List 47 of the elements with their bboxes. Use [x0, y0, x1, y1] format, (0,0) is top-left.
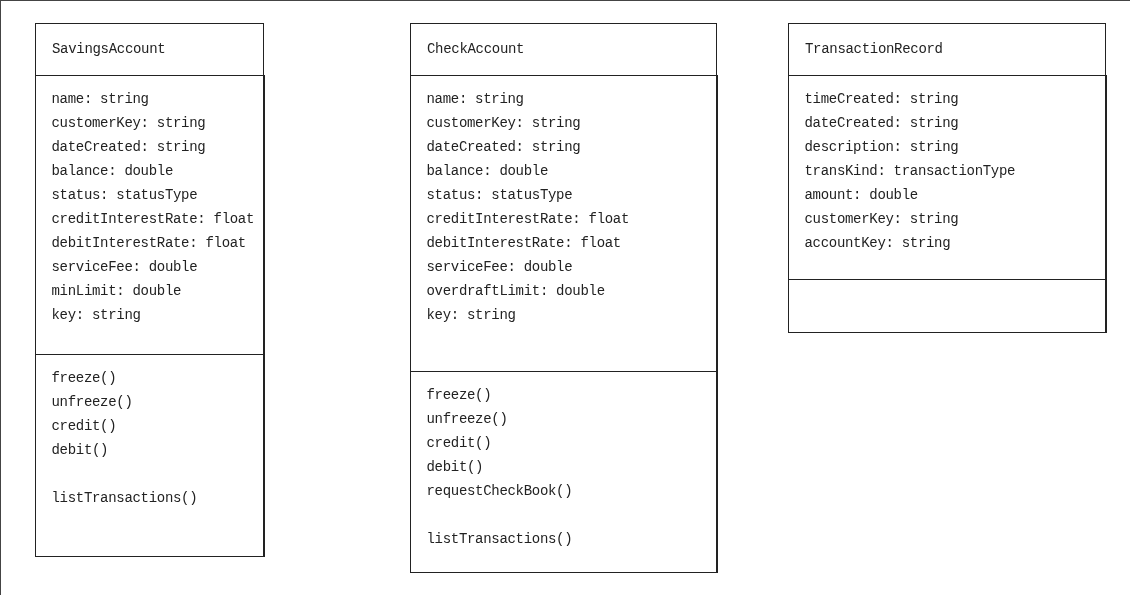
method-text: credit() [426, 433, 492, 452]
attribute-text: balance: double [51, 161, 174, 180]
attribute-text: key: string [51, 305, 141, 324]
attribute-text: balance: double [426, 161, 549, 180]
attribute-text: amount: double [804, 185, 918, 204]
attribute-text: overdraftLimit: double [426, 281, 605, 300]
attribute-text: description: string [804, 137, 959, 156]
attribute-text: customerKey: string [51, 113, 206, 132]
attribute-text: dateCreated: string [51, 137, 206, 156]
attribute-text: creditInterestRate: float [51, 209, 255, 228]
attribute-text: transKind: transactionType [804, 161, 1016, 180]
attribute-text: customerKey: string [804, 209, 959, 228]
attribute-text: serviceFee: double [426, 257, 573, 276]
attribute-text: debitInterestRate: float [51, 233, 246, 252]
method-text: listTransactions() [426, 529, 573, 548]
attribute-text: serviceFee: double [51, 257, 198, 276]
class-name: TransactionRecord [805, 40, 943, 58]
attributes-compartment [34, 74, 265, 355]
class-box [410, 23, 717, 573]
method-text: requestCheckBook() [426, 481, 573, 500]
attribute-text: creditInterestRate: float [426, 209, 630, 228]
method-text: freeze() [426, 385, 492, 404]
attributes-compartment [787, 74, 1107, 280]
class-name: CheckAccount [427, 40, 525, 58]
attribute-text: debitInterestRate: float [426, 233, 621, 252]
attribute-text: key: string [426, 305, 516, 324]
attribute-text: timeCreated: string [804, 89, 959, 108]
attribute-text: status: statusType [51, 185, 198, 204]
attribute-text: customerKey: string [426, 113, 581, 132]
attribute-text: dateCreated: string [426, 137, 581, 156]
class-box [35, 23, 264, 557]
attribute-text: status: statusType [426, 185, 573, 204]
method-text: unfreeze() [426, 409, 508, 428]
attributes-compartment [409, 74, 718, 372]
method-text: unfreeze() [51, 392, 133, 411]
class-name: SavingsAccount [52, 40, 166, 58]
attribute-text: minLimit: double [51, 281, 182, 300]
method-text: credit() [51, 416, 117, 435]
method-text: listTransactions() [51, 488, 198, 507]
attribute-text: name: string [51, 89, 149, 108]
attribute-text: name: string [426, 89, 524, 108]
class-box [788, 23, 1106, 333]
method-text: debit() [426, 457, 484, 476]
attribute-text: accountKey: string [804, 233, 951, 252]
attribute-text: dateCreated: string [804, 113, 959, 132]
method-text: debit() [51, 440, 109, 459]
method-text: freeze() [51, 368, 117, 387]
